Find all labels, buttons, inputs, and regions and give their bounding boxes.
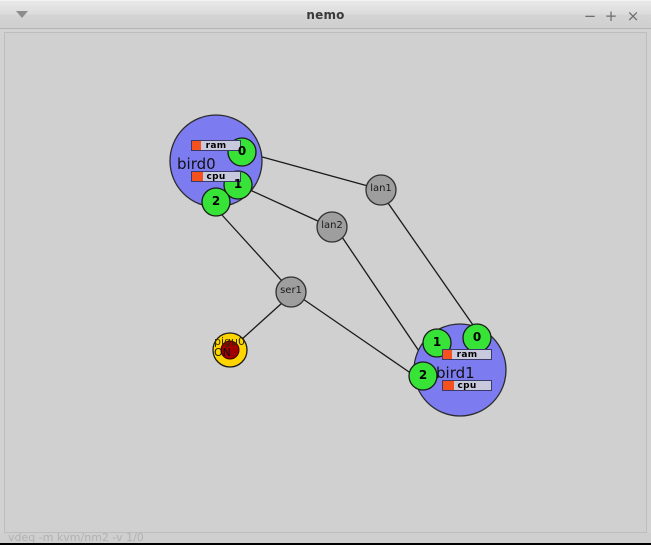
ram-meter-fill <box>192 141 201 150</box>
cpu-meter-label: cpu <box>457 381 477 391</box>
minimize-button[interactable]: − <box>583 7 597 25</box>
ram-meter-bird1: ram <box>442 349 492 360</box>
cpu-meter-bird1: cpu <box>442 380 492 391</box>
ram-meter-fill <box>443 350 452 359</box>
interface-node-bird1-2[interactable] <box>408 361 438 391</box>
topology-edge[interactable] <box>240 302 283 341</box>
interface-node-bird1-0[interactable] <box>462 323 492 353</box>
ram-meter-label: ram <box>456 350 478 360</box>
caret-down-icon <box>16 11 28 18</box>
cpu-meter-bird0: cpu <box>191 171 241 182</box>
topology-edge[interactable] <box>387 202 474 326</box>
title-bar[interactable]: nemo − + × <box>0 0 651 29</box>
device-led-icon <box>220 340 240 360</box>
close-button[interactable]: × <box>626 7 640 25</box>
ram-meter-bird0: ram <box>191 140 241 151</box>
topology-edge[interactable] <box>221 214 283 282</box>
window-bottom-edge <box>0 543 651 545</box>
interface-node-bird0-2[interactable] <box>201 187 231 217</box>
cpu-meter-label: cpu <box>206 172 226 182</box>
node-layer <box>169 114 507 417</box>
topology-svg <box>169 114 507 417</box>
maximize-button[interactable]: + <box>604 7 618 25</box>
ram-meter-label: ram <box>205 141 227 151</box>
cpu-meter-fill <box>192 172 203 181</box>
topology-edge[interactable] <box>302 298 413 375</box>
topology-edge[interactable] <box>249 189 321 223</box>
edge-layer <box>221 154 474 375</box>
topology-edge[interactable] <box>341 236 428 364</box>
status-text: vdeq -m kvm/nm2 -v 1/0 <box>8 533 144 544</box>
window-menu-button[interactable] <box>16 11 30 21</box>
topology-edge[interactable] <box>254 154 369 187</box>
cloud-node-ser1[interactable] <box>275 276 307 308</box>
cloud-node-lan1[interactable] <box>365 174 397 206</box>
cloud-node-lan2[interactable] <box>316 211 348 243</box>
cpu-meter-fill <box>443 381 454 390</box>
window-title: nemo <box>306 8 345 22</box>
